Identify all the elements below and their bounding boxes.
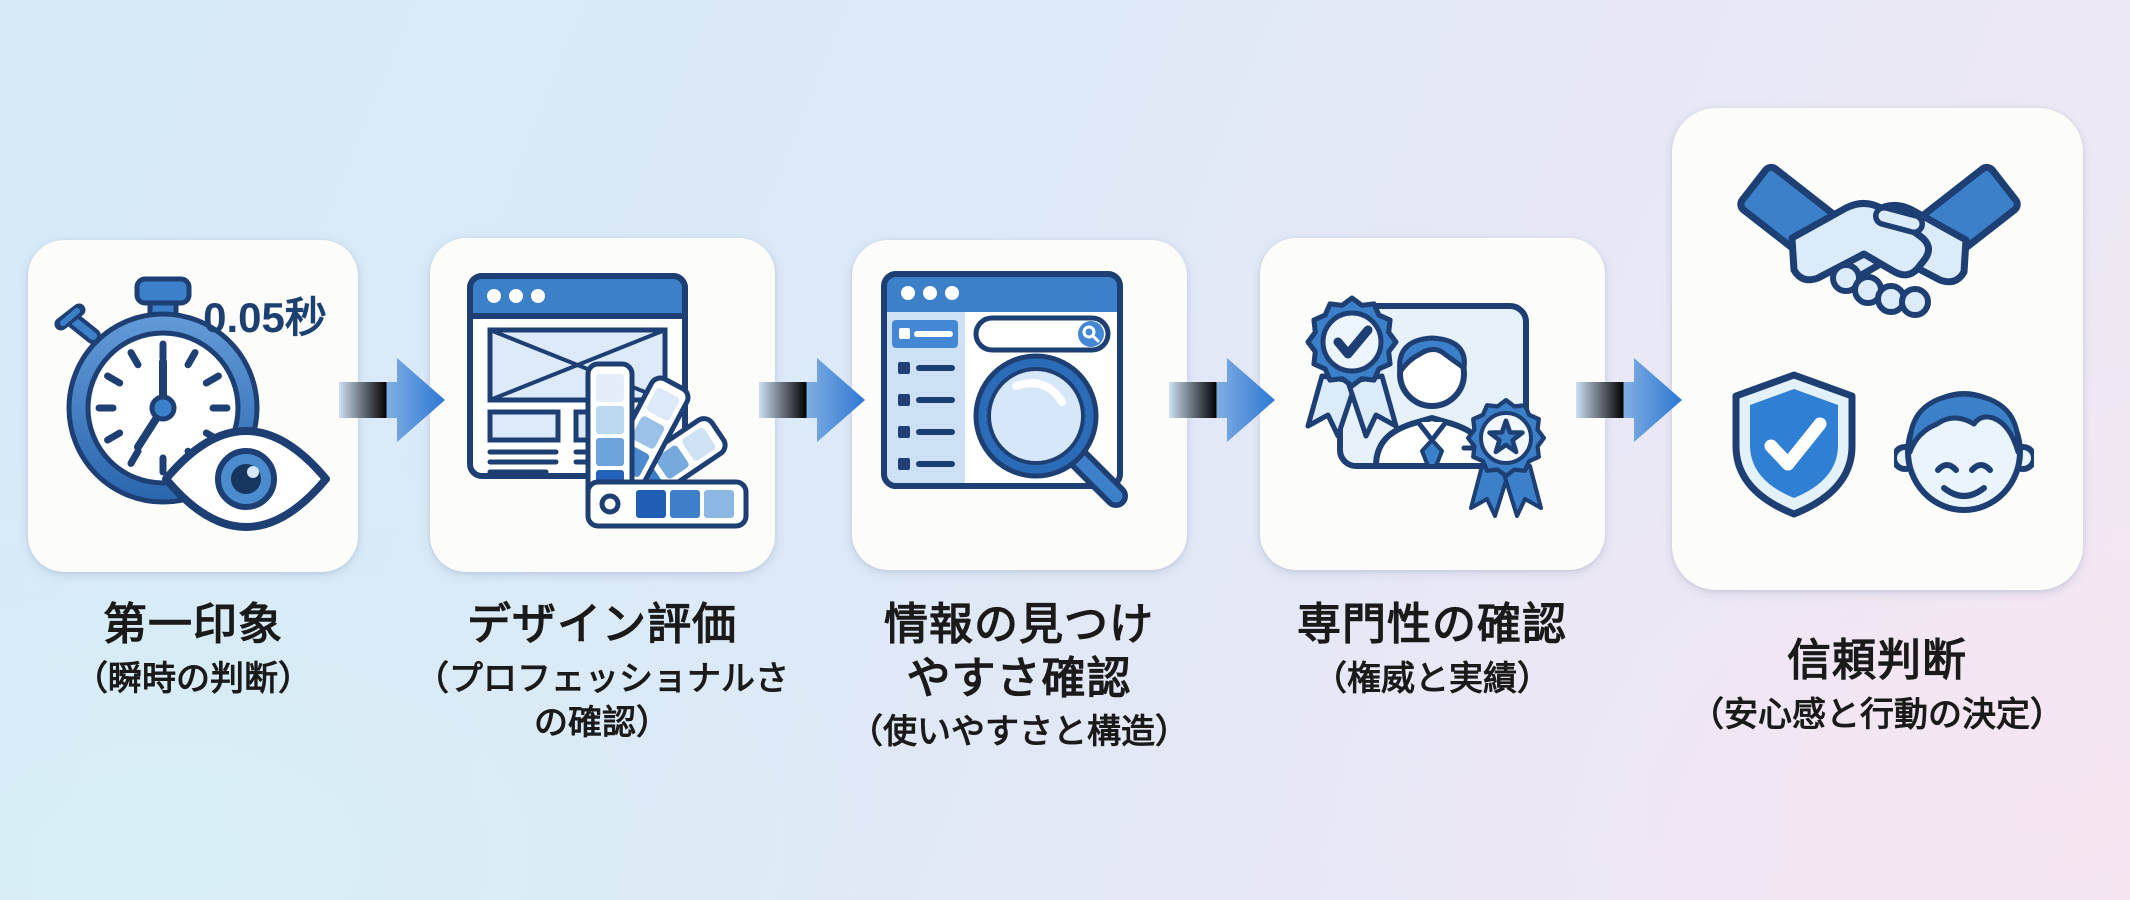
stopwatch-side-button: [54, 303, 101, 344]
browser-wireframe-color-swatches-icon: [467, 273, 749, 529]
step-card-findability: [852, 240, 1187, 570]
step-subtitle: （権威と実績）: [1313, 659, 1551, 698]
content-box: [487, 409, 561, 443]
flow-arrow-2: [759, 358, 865, 442]
handshake-icon: [1737, 163, 2021, 318]
step-title: デザイン評価: [467, 600, 737, 649]
nav-items: [898, 362, 955, 470]
step-subtitle: （使いやすさと構造）: [849, 713, 1189, 752]
step-subtitle: （瞬時の判断）: [74, 659, 312, 698]
step-card-design-evaluation: [430, 238, 775, 572]
step-card-expertise: [1260, 238, 1605, 570]
hero-image-placeholder: [487, 327, 668, 403]
step-subtitle-line2: の確認）: [534, 704, 670, 743]
color-swatch-fan-icon: [585, 361, 749, 529]
browser-border: [881, 271, 1123, 489]
step-label-findability: 情報の見つけ やすさ確認 （使いやすさと構造）: [799, 598, 1239, 754]
certificate-badge-person-icon: [1305, 295, 1546, 518]
step-label-trust-decision: 信頼判断 （安心感と行動の決定）: [1627, 634, 2127, 736]
magnifier-icon: [973, 353, 1128, 508]
stopwatch-hands: [134, 358, 177, 451]
award-badge-star-icon: [1466, 398, 1546, 518]
browser-dots: [901, 286, 959, 300]
nav-item-selected: [892, 320, 958, 348]
step-title-line1: 情報の見つけ: [884, 600, 1154, 649]
person-icon: [1373, 335, 1491, 469]
smiling-face-icon: [1894, 391, 2034, 513]
flow-arrow-3: [1169, 358, 1275, 442]
step-title: 専門性の確認: [1297, 600, 1567, 649]
hair: [1907, 391, 2021, 455]
browser-search-magnifier-icon: [881, 271, 1128, 508]
step-title: 第一印象: [103, 600, 283, 649]
timer-value: 0.05秒: [203, 294, 327, 341]
step-label-expertise: 専門性の確認 （権威と実績）: [1212, 598, 1652, 700]
stopwatch-crown: [134, 276, 192, 306]
browser-titlebar: [884, 274, 1120, 312]
step-label-design-evaluation: デザイン評価 （プロフェッショナルさ の確認）: [382, 598, 822, 745]
search-bar: [973, 315, 1111, 353]
step-card-trust-decision: [1672, 108, 2083, 590]
handshake-fingers: [1830, 262, 1931, 318]
step-title: 信頼判断: [1787, 636, 1967, 685]
step-title-line2: やすさ確認: [906, 653, 1132, 703]
step-card-first-impression: 0.05秒: [28, 240, 358, 572]
step-subtitle-line1: （プロフェッショナルさ: [415, 659, 789, 698]
step-subtitle: （安心感と行動の決定）: [1690, 695, 2064, 734]
eye-icon: [162, 427, 330, 531]
stopwatch-eye-icon: 0.05秒: [54, 276, 330, 531]
flow-arrow-1: [339, 358, 445, 442]
award-badge-check-icon: [1305, 295, 1399, 439]
flow-arrow-4: [1576, 358, 1682, 442]
step-label-first-impression: 第一印象 （瞬時の判断）: [12, 598, 374, 700]
shield-check-icon: [1732, 371, 1856, 518]
browser-titlebar: [467, 273, 688, 319]
browser-dots: [487, 289, 545, 303]
